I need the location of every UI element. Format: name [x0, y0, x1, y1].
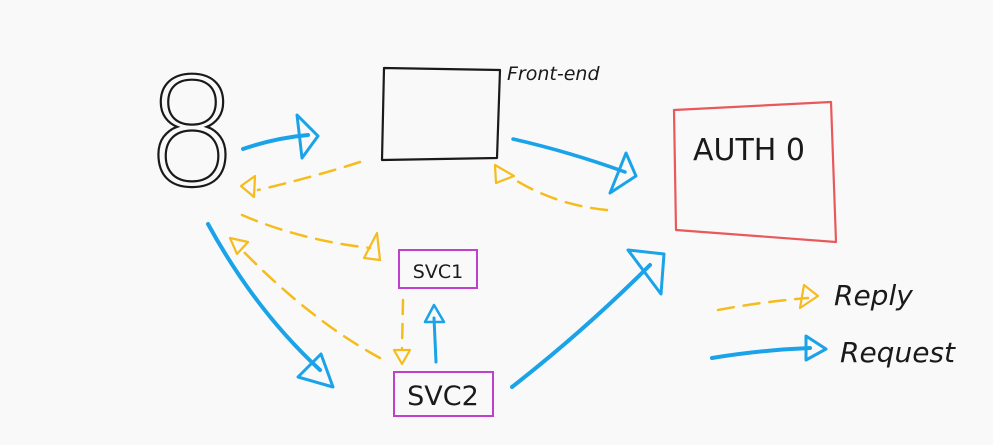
svc1-box [398, 249, 478, 289]
frontend-box [380, 66, 502, 162]
user-node: 8 [143, 46, 241, 222]
reply-arrow-svc1-to-svc2 [392, 298, 412, 366]
request-arrow-svc2-to-svc1 [423, 303, 446, 364]
svc1-label: SVC1 [413, 261, 463, 283]
svc2-node: SVC2 [393, 371, 494, 417]
reply-arrow-frontend-to-user [239, 160, 362, 199]
request-arrow-svc2-to-auth [510, 248, 666, 389]
legend-reply-label: Reply [834, 279, 913, 312]
legend-request: Request [710, 334, 956, 369]
auth-node: AUTH 0 [672, 100, 838, 244]
svc1-node: SVC1 [398, 249, 478, 289]
frontend-label: Front-end [507, 63, 600, 85]
request-arrow-user-to-frontend [241, 113, 320, 160]
auth-box [672, 100, 838, 244]
request-arrow-frontend-to-auth [511, 137, 638, 195]
reply-arrow-auth-to-frontend [493, 163, 609, 212]
auth-label: AUTH 0 [693, 133, 805, 168]
reply-arrow-user-to-svc1 [240, 213, 382, 262]
legend: Reply Request [710, 279, 956, 369]
svc2-box [393, 371, 494, 417]
svc2-label: SVC2 [407, 381, 479, 412]
legend-request-label: Request [840, 336, 956, 369]
reply-arrow-svc2-to-user [228, 236, 382, 360]
legend-reply: Reply [716, 279, 913, 312]
user-symbol: 8 [144, 47, 239, 221]
frontend-node: Front-end [380, 63, 600, 162]
request-arrow-user-to-svc2 [206, 222, 335, 389]
